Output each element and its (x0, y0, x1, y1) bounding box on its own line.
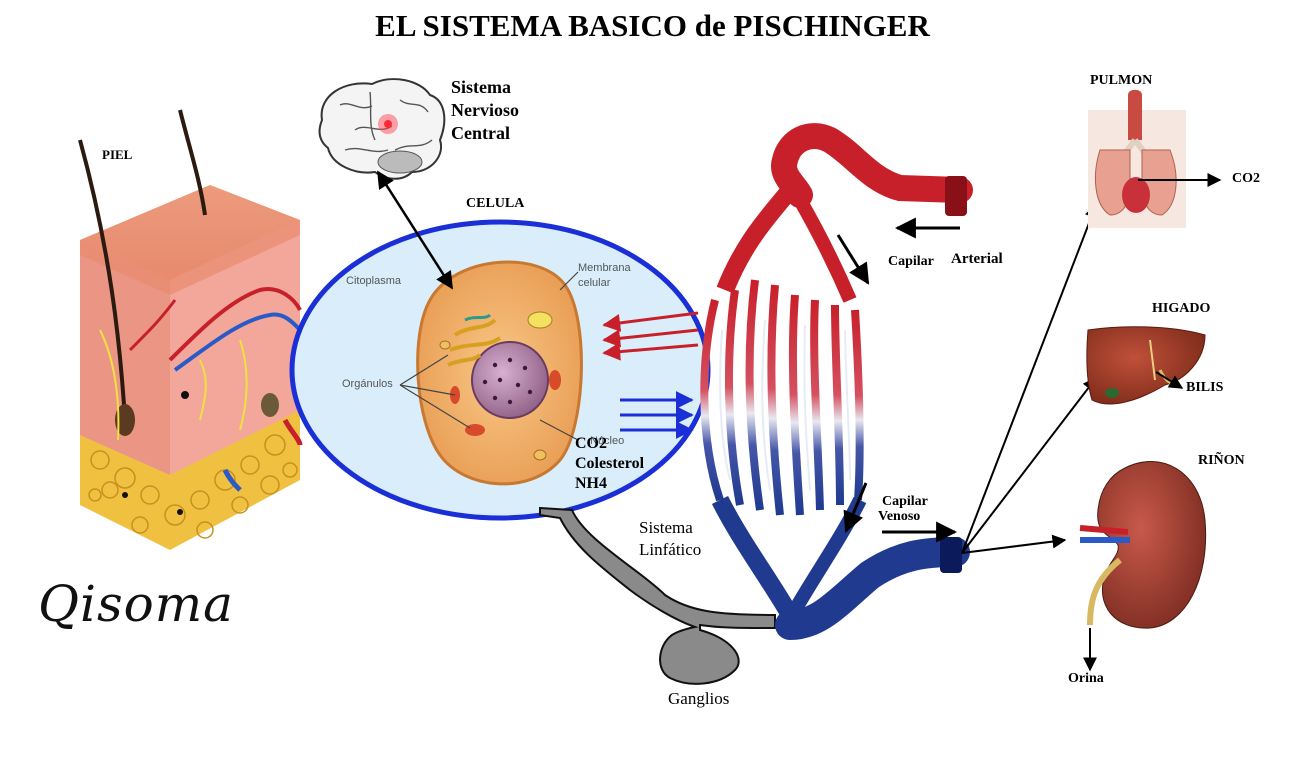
nutrient-arrows (602, 311, 699, 361)
label-nucleo: Núcleo (590, 435, 625, 447)
cell-illustration (399, 260, 583, 486)
label-waste-co2: CO2 (575, 435, 607, 452)
bilis-arrow (1155, 371, 1184, 389)
label-piel: PIEL (102, 147, 133, 162)
label-membrana-line2: celular (578, 277, 611, 289)
brain-illustration (318, 78, 446, 180)
lymphatic-system (539, 506, 776, 685)
label-snc-line2: Nervioso (451, 100, 519, 120)
to-kidney-arrow (961, 534, 1067, 554)
kidney-illustration (1079, 461, 1207, 629)
label-citoplasma: Citoplasma (346, 275, 402, 287)
label-rinon: RIÑON (1198, 453, 1245, 468)
to-liver-arrow (961, 376, 1097, 554)
label-orina: Orina (1068, 671, 1104, 686)
label-capilar-arterial-line2: Arterial (951, 251, 1003, 267)
brain-cell-arrow (376, 170, 454, 290)
label-capilar-venoso-line1: Capilar (882, 494, 928, 509)
label-capilar-venoso-line2: Venoso (878, 509, 921, 524)
label-higado: HIGADO (1152, 301, 1211, 316)
label-linfatico-line1: Sistema (639, 518, 693, 537)
label-capilar-arterial-line1: Capilar (888, 254, 934, 269)
label-snc-line3: Central (451, 123, 510, 143)
lung-illustration (1088, 89, 1186, 228)
label-linfatico-line2: Linfático (639, 540, 702, 559)
qisoma-logo: Qisoma (38, 575, 234, 633)
label-waste-nh4: NH4 (575, 475, 607, 492)
label-ganglios: Ganglios (668, 689, 730, 708)
skin-illustration (78, 109, 303, 550)
page-title: EL SISTEMA BASICO de PISCHINGER (375, 8, 930, 43)
waste-arrows (620, 391, 694, 439)
arterial-branch-arrow (836, 234, 870, 285)
label-membrana-line1: Membrana (578, 262, 631, 274)
label-organulos: Orgánulos (342, 378, 393, 390)
label-bilis: BILIS (1186, 380, 1224, 395)
label-co2: CO2 (1232, 171, 1260, 186)
to-lung-arrow (961, 203, 1099, 554)
label-waste-colesterol: Colesterol (575, 455, 645, 472)
label-celula: CELULA (466, 196, 525, 211)
capillary-network (700, 123, 973, 640)
label-snc-line1: Sistema (451, 77, 511, 97)
label-pulmon: PULMON (1090, 73, 1153, 88)
venous-branch-arrow (843, 482, 868, 533)
